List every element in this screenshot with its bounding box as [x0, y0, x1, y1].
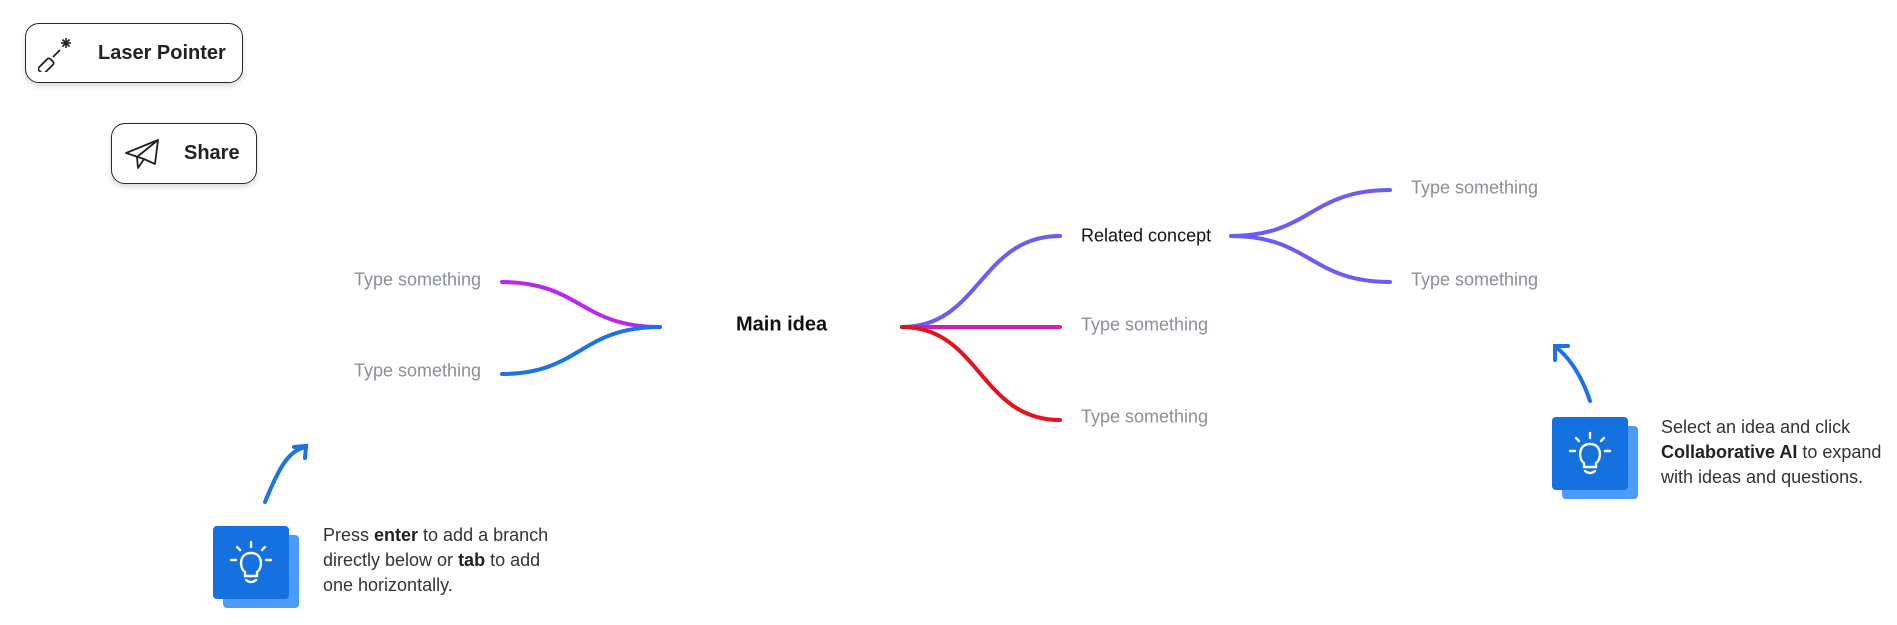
laser-pointer-button[interactable]: Laser Pointer: [25, 23, 243, 83]
node-left-1[interactable]: Type something: [354, 269, 482, 290]
connector-related-top: [1229, 188, 1392, 238]
node-related-child-2[interactable]: Type something: [1411, 269, 1539, 290]
node-main-idea[interactable]: Main idea: [736, 313, 828, 336]
tip-text: to add one horizontally.: [323, 550, 541, 595]
laser-pointer-label: Laser Pointer: [98, 41, 226, 64]
lightbulb-icon: [1568, 431, 1612, 474]
tip-text: Select an idea and click: [1661, 417, 1851, 437]
connector-left-top: [500, 280, 662, 329]
hint-arrow-left: [263, 443, 309, 504]
connector-related: [900, 234, 1062, 329]
lightbulb-icon: [229, 540, 273, 583]
laser-pointer-icon: [38, 38, 71, 72]
tip-lightbulb-left: [213, 526, 299, 608]
connector-left-bottom: [500, 325, 662, 376]
tip-text: Press: [323, 525, 375, 545]
tip-key-enter: enter: [374, 525, 419, 545]
tip-text-left: Press enter to add a branch directly bel…: [323, 523, 563, 598]
connector-bottom: [900, 325, 1062, 422]
tip-text: to add a branch directly below or: [323, 525, 549, 570]
share-button[interactable]: Share: [111, 123, 257, 184]
node-right-bottom[interactable]: Type something: [1081, 406, 1209, 427]
node-related-concept[interactable]: Related concept: [1081, 225, 1212, 246]
node-left-2[interactable]: Type something: [354, 360, 482, 381]
tip-text-right: Select an idea and click Collaborative A…: [1661, 415, 1897, 490]
share-label: Share: [184, 142, 240, 164]
node-related-child-1[interactable]: Type something: [1411, 177, 1539, 198]
node-right-mid[interactable]: Type something: [1081, 314, 1209, 335]
paper-plane-icon: [125, 138, 159, 169]
tip-collaborative-ai: Collaborative AI: [1661, 442, 1798, 462]
tip-key-tab: tab: [458, 550, 486, 570]
connector-related-bottom: [1229, 234, 1392, 284]
hint-arrow-right: [1553, 344, 1592, 403]
tip-text: to expand with ideas and questions.: [1661, 442, 1882, 487]
tip-lightbulb-right: [1552, 417, 1638, 499]
